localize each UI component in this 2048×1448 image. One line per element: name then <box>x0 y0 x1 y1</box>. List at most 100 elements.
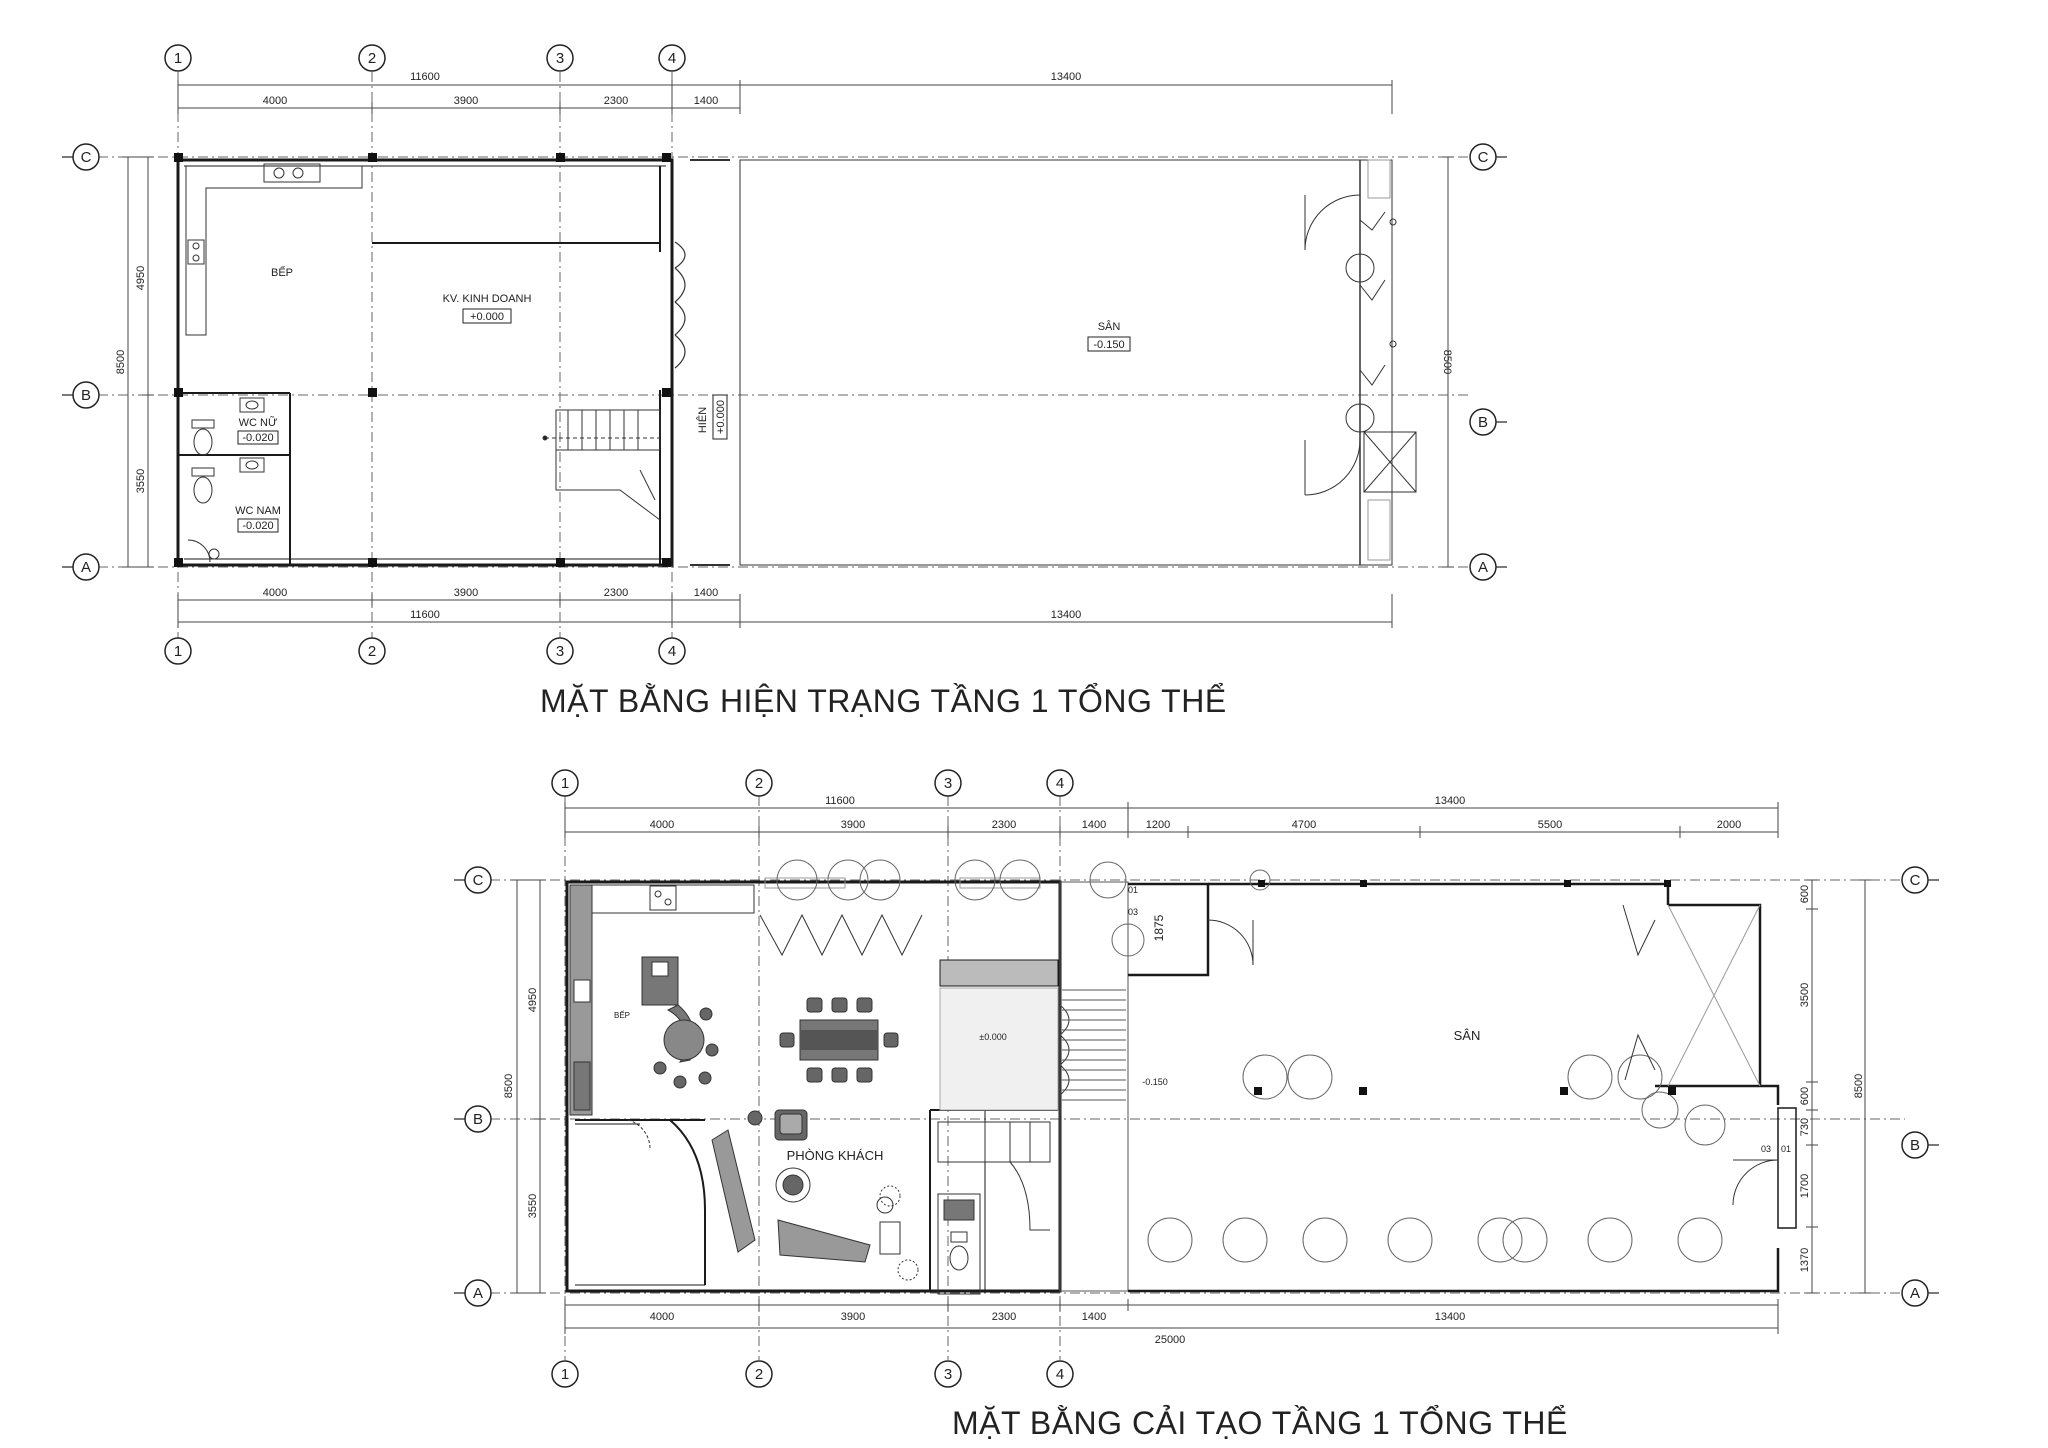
existing-dim-bottom-seg-1: 4000 <box>263 587 287 599</box>
renovation-yard-posts <box>1254 880 1676 1095</box>
renovation-dim-right-6: 1370 <box>1799 1248 1811 1272</box>
renovation-dim-labels: 11600 13400 4000 3900 2300 1400 1200 470… <box>503 795 1865 1346</box>
existing-grid-col-2-top: 2 <box>368 50 376 67</box>
existing-dims-bottom <box>177 594 1393 628</box>
existing-grid-row-a-right: A <box>1478 559 1488 576</box>
existing-dim-labels: 11600 13400 4000 3900 2300 1400 4000 390… <box>115 71 1453 621</box>
renovation-dim-top-seg-6: 4700 <box>1292 819 1316 831</box>
renovation-living <box>711 1109 919 1281</box>
renovation-door-tag-01-top: 01 <box>1128 885 1138 895</box>
existing-dims-top <box>177 80 1393 114</box>
existing-room-wc-female: WC NỮ <box>239 416 278 429</box>
existing-grid-col-3-top: 3 <box>556 50 564 67</box>
renovation-dim-1875: 1875 <box>1152 914 1166 941</box>
existing-grid-col-1-bottom: 1 <box>174 643 182 660</box>
existing-grid-bubble-arrows <box>62 156 1507 568</box>
existing-level-box-yard <box>1087 336 1131 352</box>
renovation-dims-side <box>511 879 1871 1294</box>
existing-folding-doors <box>674 159 730 566</box>
renovation-grid-labels: 1 2 3 4 1 2 3 4 C B A C B A <box>473 775 1921 1383</box>
renovation-dim-bottom-seg-2: 3900 <box>841 1311 865 1323</box>
existing-toilets <box>187 397 265 563</box>
existing-level-porch: +0.000 <box>715 400 727 434</box>
renovation-plan <box>454 769 1939 1388</box>
renovation-dining <box>779 997 899 1083</box>
existing-grid-col-4-bottom: 4 <box>668 643 676 660</box>
renovation-grid-row-c-right: C <box>1910 872 1921 889</box>
existing-dim-bottom-seg-2: 3900 <box>454 587 478 599</box>
renovation-dims-top <box>564 802 1779 838</box>
existing-level-yard: -0.150 <box>1093 339 1124 351</box>
existing-plan <box>62 44 1507 665</box>
renovation-grid-row-a-left: A <box>473 1285 483 1302</box>
renovation-dim-right-4: 730 <box>1799 1118 1811 1136</box>
existing-yard <box>739 159 1417 566</box>
renovation-dim-bottom-seg-4: 1400 <box>1082 1311 1106 1323</box>
renovation-dim-bottom-seg-3: 2300 <box>992 1311 1016 1323</box>
renovation-room-yard: SÂN <box>1454 1028 1481 1043</box>
renovation-door-tag-01-side: 01 <box>1781 1144 1791 1154</box>
renovation-kitchen <box>569 884 755 1116</box>
existing-dim-top-seg-1: 4000 <box>263 95 287 107</box>
existing-room-porch: HIÊN <box>696 407 709 433</box>
renovation-dim-right-total: 8500 <box>1853 1074 1865 1098</box>
existing-dim-bottom-seg-3: 2300 <box>604 587 628 599</box>
renovation-yard-walls <box>1128 882 1797 1293</box>
existing-dim-left-upper: 4950 <box>135 266 147 290</box>
existing-grid-col-1-top: 1 <box>174 50 182 67</box>
renovation-grid-row-c-left: C <box>473 872 484 889</box>
renovation-yard-trees <box>776 859 1726 1263</box>
renovation-dim-right-3: 600 <box>1799 1087 1811 1105</box>
existing-grid-col-3-bottom: 3 <box>556 643 564 660</box>
renovation-dim-bottom-total: 25000 <box>1155 1334 1186 1346</box>
renovation-plan-title: MẶT BẰNG CẢI TẠO TẦNG 1 TỔNG THỂ <box>952 1405 1568 1441</box>
existing-dim-top-total-right: 13400 <box>1051 71 1082 83</box>
existing-grid-col-4-top: 4 <box>668 50 676 67</box>
renovation-dim-left-lower: 3550 <box>527 1194 539 1218</box>
renovation-dim-top-seg-1: 4000 <box>650 819 674 831</box>
renovation-dim-top-seg-3: 2300 <box>992 819 1016 831</box>
existing-grid-row-b-right: B <box>1478 414 1488 431</box>
existing-level-box-wc-male <box>237 518 279 533</box>
renovation-grid-col-3-bottom: 3 <box>944 1366 952 1383</box>
existing-grid-lines <box>98 72 1470 640</box>
renovation-dim-bottom-seg-5: 13400 <box>1435 1311 1466 1323</box>
renovation-dims-bottom <box>564 1299 1779 1334</box>
existing-labels: 1 2 3 4 1 2 3 4 C B A C B A <box>81 50 1489 660</box>
existing-level-box-porch <box>712 394 728 440</box>
existing-dims-side <box>122 156 1454 568</box>
existing-dim-top-total: 11600 <box>410 71 440 83</box>
renovation-dim-right-2: 3500 <box>1799 983 1811 1007</box>
renovation-level-yard: -0.150 <box>1142 1077 1168 1087</box>
renovation-grid-bubble-arrows <box>454 879 1939 1294</box>
renovation-dim-left-total: 8500 <box>503 1074 515 1098</box>
renovation-grid-col-1-top: 1 <box>561 775 569 792</box>
renovation-grid-col-4-bottom: 4 <box>1056 1366 1064 1383</box>
existing-grid-row-c-right: C <box>1478 149 1489 166</box>
existing-room-labels: BẾP KV. KINH DOANH +0.000 SÂN -0.150 HIÊ… <box>235 266 1131 533</box>
renovation-grid-row-b-left: B <box>473 1111 483 1128</box>
existing-plan-title: MẶT BẰNG HIỆN TRẠNG TẦNG 1 TỔNG THỂ <box>540 683 1227 719</box>
renovation-stairs-wc <box>937 1121 1051 1295</box>
renovation-dim-left-upper: 4950 <box>527 988 539 1012</box>
existing-grid-bubbles <box>72 44 1497 665</box>
existing-dim-right-total: 8500 <box>1441 350 1453 374</box>
existing-level-box-business <box>462 308 512 324</box>
existing-dim-bottom-total: 11600 <box>410 609 440 621</box>
renovation-door-tag-03-side: 03 <box>1761 1144 1771 1154</box>
existing-dim-left-total: 8500 <box>115 350 127 374</box>
renovation-room-living: PHÒNG KHÁCH <box>787 1148 884 1163</box>
existing-room-yard: SÂN <box>1098 320 1121 333</box>
existing-level-wc-female: -0.020 <box>242 432 273 444</box>
existing-level-box-wc-female <box>237 430 279 445</box>
existing-room-wc-male: WC NAM <box>235 505 281 517</box>
existing-kitchen-counter <box>185 163 363 336</box>
existing-dim-top-seg-2: 3900 <box>454 95 478 107</box>
existing-columns <box>174 153 671 567</box>
renovation-grid-col-2-bottom: 2 <box>755 1366 763 1383</box>
renovation-dim-top-total-right: 13400 <box>1435 795 1466 807</box>
renovation-dim-bottom-seg-1: 4000 <box>650 1311 674 1323</box>
renovation-grid-row-b-right: B <box>1910 1137 1920 1154</box>
renovation-dim-right-5: 1700 <box>1799 1174 1811 1198</box>
